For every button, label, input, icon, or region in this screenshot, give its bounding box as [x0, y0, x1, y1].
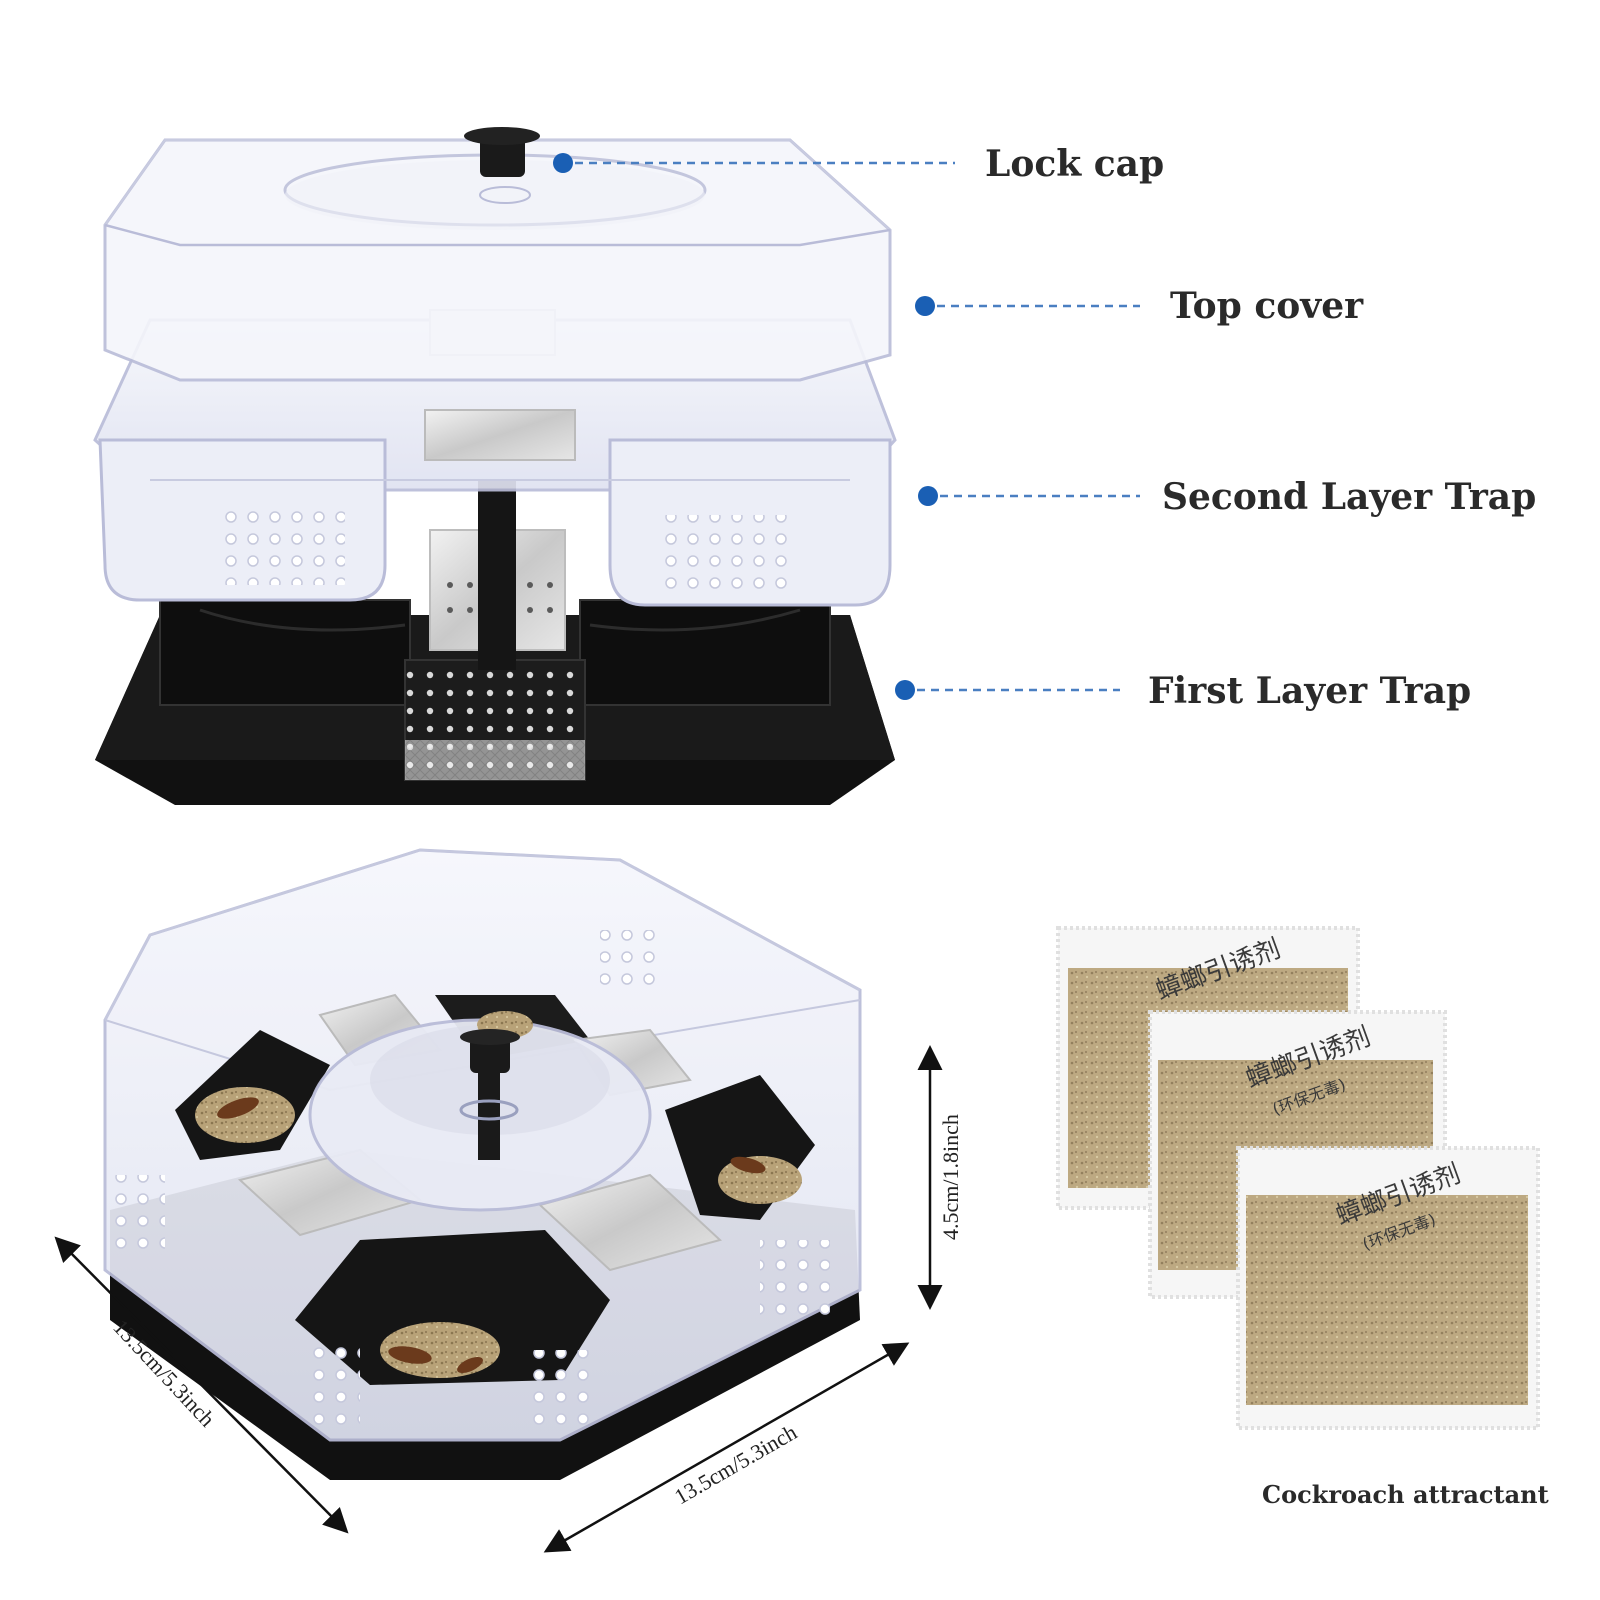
assembled-trap-view — [103, 848, 862, 1480]
dimension-height: 4.5cm/1.8inch — [917, 1045, 963, 1310]
callout-lock-cap: Lock cap — [553, 143, 1164, 185]
attractant-packet: 蟑螂引诱剂 (环保无毒) — [1236, 1146, 1540, 1430]
width-right-dimension-label: 13.5cm/5.3inch — [670, 1419, 801, 1509]
callout-top-cover: Top cover — [915, 285, 1364, 327]
second-layer-label: Second Layer Trap — [1162, 476, 1536, 518]
top-cover-label: Top cover — [1170, 285, 1364, 327]
attractant-caption: Cockroach attractant — [1262, 1480, 1549, 1509]
top-cover — [103, 138, 892, 382]
first-layer-label: First Layer Trap — [1148, 670, 1471, 712]
attractant-packets: 蟑螂引诱剂 蟑螂引诱剂 (环保无毒) 蟑螂引诱剂 (环保无毒) Cockroac… — [1056, 926, 1549, 1509]
lock-cap-knob — [464, 127, 540, 177]
lock-cap-label: Lock cap — [985, 143, 1164, 185]
height-dimension-label: 4.5cm/1.8inch — [938, 1114, 963, 1240]
callout-first-layer: First Layer Trap — [895, 670, 1471, 712]
center-pole — [478, 480, 516, 670]
callout-second-layer: Second Layer Trap — [918, 476, 1536, 518]
exploded-trap-view — [93, 127, 897, 805]
